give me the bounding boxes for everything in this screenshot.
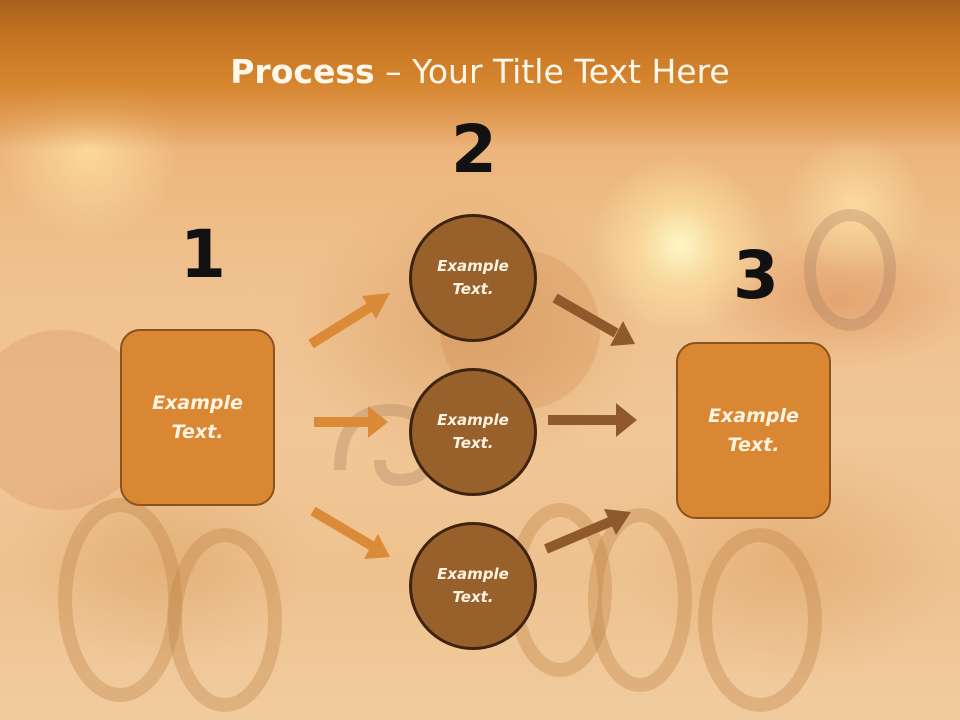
process-circle-top-text: Example Text. [437,257,509,298]
process-box-right[interactable]: Example Text. [676,342,831,519]
title-rest: – Your Title Text Here [374,52,730,91]
process-box-left[interactable]: Example Text. [120,329,275,506]
arrow-middle-to-right [548,403,637,437]
process-box-right-text: Example Text. [708,404,799,456]
arrow-left-to-middle [314,406,388,438]
arrow-left-to-top [308,293,390,349]
process-circle-bottom-text: Example Text. [437,565,509,606]
process-circle-top[interactable]: Example Text. [409,214,537,342]
process-circle-middle-text: Example Text. [437,411,509,452]
process-box-left-text: Example Text. [152,391,243,443]
title-bold: Process [230,52,375,91]
arrow-bottom-to-right [544,509,631,554]
process-circle-bottom[interactable]: Example Text. [409,522,537,650]
arrow-top-to-right [552,293,635,346]
process-circle-middle[interactable]: Example Text. [409,368,537,496]
title-band [0,0,960,150]
slide-title: Process – Your Title Text Here [0,52,960,91]
step-number-1: 1 [180,216,226,293]
step-number-3: 3 [733,237,779,314]
arrow-left-to-bottom [310,506,390,559]
step-number-2: 2 [451,111,497,188]
